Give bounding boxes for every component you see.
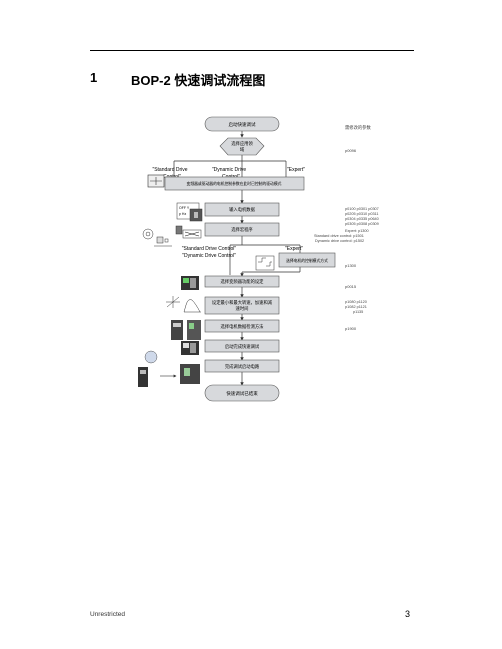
finish-commissioning-box — [204, 339, 280, 353]
section-number: 1 — [90, 70, 98, 85]
save-to-drive-icon — [138, 350, 200, 387]
param-p1900: p1900 — [345, 326, 357, 331]
input-motor-data-label: 输入电机数据 — [229, 206, 255, 213]
param-motor-3: p0304 p0335 p0640 — [345, 217, 379, 221]
param-ramp-3: p1135 — [353, 310, 363, 314]
control-mode-waveform-icon — [255, 255, 275, 271]
select-macro-box — [204, 222, 280, 237]
param-p0015: p0015 — [345, 284, 357, 289]
branch-expert: "Expert" — [287, 167, 305, 173]
control-mode-label: 选择电机的控制模式方式 — [286, 258, 328, 263]
motor-identification-label: 选择电机数据检测方法 — [221, 323, 265, 330]
parameter-notes: 需修改的参数 p0096 p0100 p0301 p0307 p0205 p03… — [314, 124, 379, 331]
ramp-curve-icon — [166, 296, 201, 313]
param-ramp-2: p1082 p1121 — [345, 305, 367, 309]
application-decision — [219, 137, 265, 156]
param-ramp-1: p1080 p1120 — [345, 300, 367, 304]
end-node-label: 快速调试已结束 — [226, 390, 258, 397]
motor-identification-box — [204, 319, 280, 333]
start-node-label: 启动快速调试 — [229, 121, 256, 128]
finish-commissioning-label: 启动完成快速调试 — [225, 343, 260, 350]
set-ramp-label-2: 速时间 — [236, 305, 249, 312]
set-ramp-label-1: 设定最小和最大转速，加速和减 — [212, 299, 273, 306]
nameplate-text-2: p Hz — [179, 212, 186, 216]
branch-expert-2: "Expert" — [285, 246, 303, 252]
param-p1300: p1300 — [345, 263, 357, 268]
param-motor-1: p0100 p0301 p0307 — [345, 207, 379, 211]
branch-standard-1: "Standard Drive — [152, 167, 187, 173]
start-node — [204, 116, 280, 132]
param-mode-std: Standard drive control: p1501 — [314, 234, 364, 238]
set-ramp-box — [204, 296, 280, 315]
param-mode-dyn: Dynamic drive control: p1502 — [315, 239, 364, 243]
illustrations: OFF Y p Hz — [138, 174, 203, 387]
macro-wiring-icon — [142, 225, 202, 247]
branch-dynamic-full: "Dynamic Drive Control" — [182, 253, 236, 259]
param-p0096: p0096 — [345, 148, 357, 153]
control-mode-box — [278, 252, 336, 268]
footer-classification: Unrestricted — [90, 611, 126, 618]
end-node — [204, 384, 280, 402]
control-description-box — [164, 176, 305, 191]
input-motor-data-box — [204, 202, 280, 217]
drive-unit-icon — [171, 320, 201, 340]
flow-connectors — [173, 131, 301, 386]
save-parameters-box — [204, 359, 280, 373]
select-macro-label: 选择宏程序 — [231, 226, 253, 233]
drive-panel-icon-1 — [181, 276, 199, 290]
params-header: 需修改的参数 — [345, 124, 371, 131]
select-function-box — [204, 275, 280, 288]
decision-label-1: 选择应用领 — [231, 140, 253, 147]
nameplate-text-1: OFF Y — [179, 206, 190, 210]
branch-dynamic-1: "Dynamic Drive — [212, 167, 246, 173]
fan-pump-icon — [147, 174, 165, 188]
param-motor-2: p0205 p0310 p0311 — [345, 212, 379, 216]
header-rule — [90, 50, 414, 51]
control-description-label: 变频器或驱动器的电机控制参数在此时已控制的驱动模式 — [187, 181, 282, 186]
decision-label-2: 域 — [240, 146, 245, 152]
param-mode-expert: Expert: p1300 — [345, 229, 369, 233]
param-motor-4: p0305 p0308 p0309 — [345, 222, 379, 226]
select-function-label: 选择变频器功能的设定 — [221, 278, 265, 285]
save-parameters-label: 完成调试启动电路 — [225, 363, 260, 370]
section-title: BOP-2 快速调试流程图 — [131, 73, 266, 88]
page-number: 3 — [405, 609, 411, 619]
flowchart-nodes: 启动快速调试 选择应用领 域 "Standard Drive Control" … — [152, 116, 336, 402]
motor-nameplate-icon: OFF Y p Hz — [176, 202, 203, 222]
branch-standard-full: "Standard Drive Control" — [182, 246, 237, 252]
drive-panel-icon-2 — [181, 341, 199, 355]
